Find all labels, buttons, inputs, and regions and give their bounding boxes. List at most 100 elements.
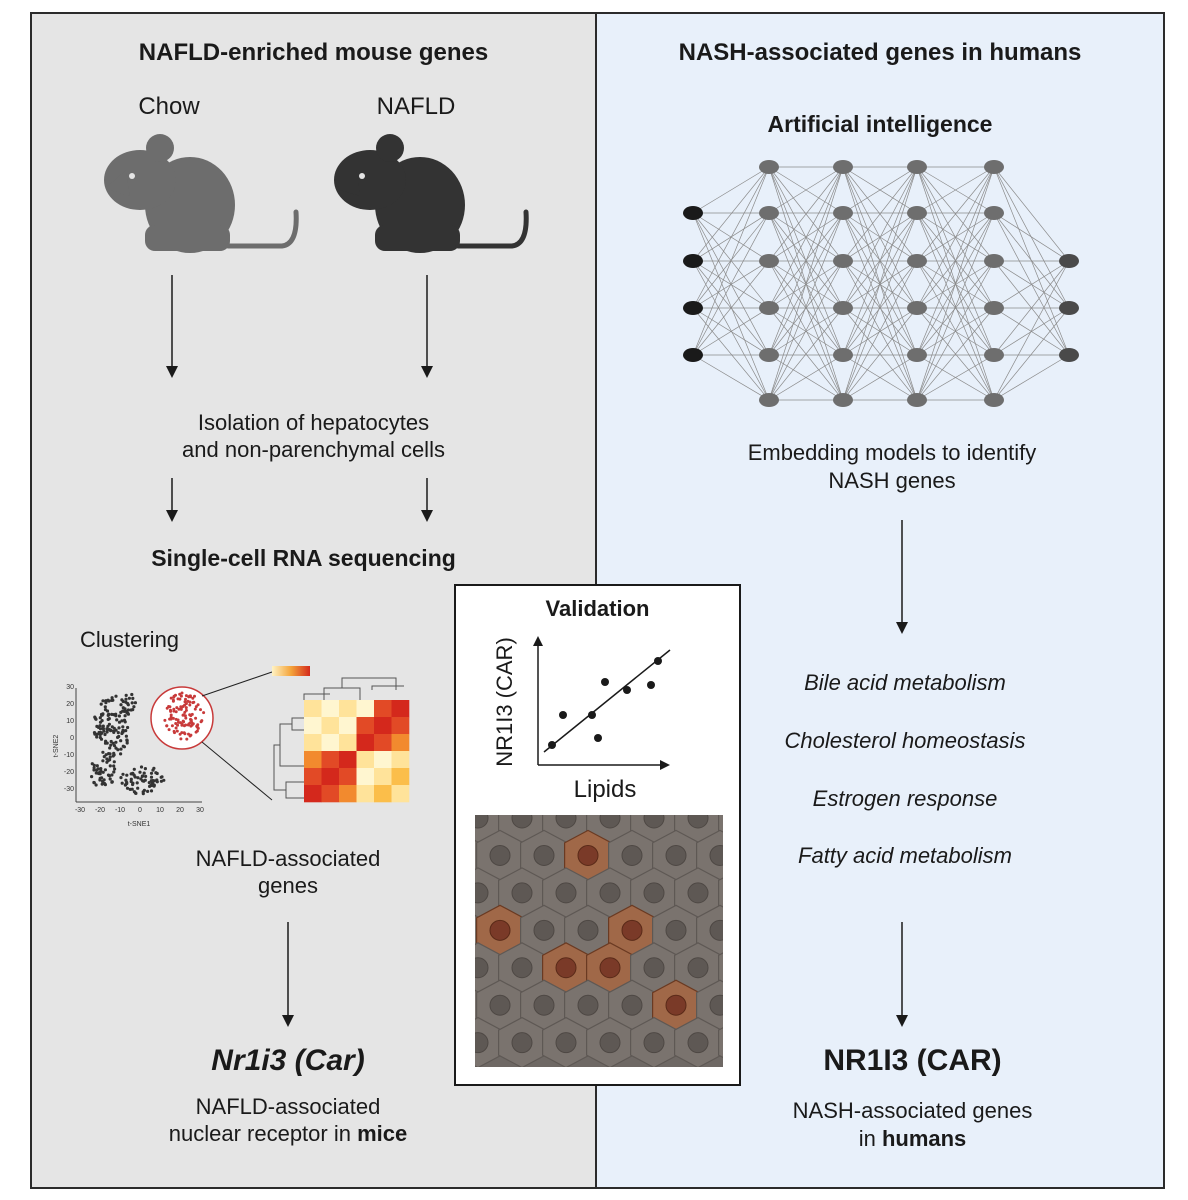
- nn-node: [833, 254, 853, 268]
- ai-label: Artificial intelligence: [767, 111, 993, 137]
- heatmap-cell: [304, 717, 322, 735]
- cell-nucleus: [577, 844, 599, 866]
- nn-node: [984, 348, 1004, 362]
- cell-nucleus: [709, 919, 723, 941]
- cell-nucleus: [555, 957, 577, 979]
- nn-node: [907, 254, 927, 268]
- validation-scatter-plot: [533, 636, 671, 770]
- cell-nucleus: [709, 994, 723, 1016]
- cell-nucleus: [511, 882, 533, 904]
- regression-line: [543, 649, 671, 753]
- cell-nucleus: [475, 815, 489, 829]
- scatter-point: [588, 711, 596, 719]
- cell-nucleus: [687, 882, 709, 904]
- heatmap-cell: [321, 700, 340, 718]
- heatmap-cell: [321, 768, 340, 786]
- mouse-bottom-text-line1: NAFLD-associated: [195, 1094, 381, 1119]
- heatmap-cell: [356, 785, 375, 803]
- nn-node: [1059, 254, 1079, 268]
- scatter-point: [559, 711, 567, 719]
- pathway-4: Fatty acid metabolism: [798, 843, 1012, 868]
- clustering-label: Clustering: [80, 627, 180, 652]
- cell-nucleus: [489, 919, 511, 941]
- cell-nucleus: [599, 957, 621, 979]
- cell-nucleus: [489, 844, 511, 866]
- cell-nucleus: [643, 1032, 665, 1054]
- heatmap-cell: [339, 734, 357, 752]
- scatter-point: [601, 678, 609, 686]
- nn-node: [683, 254, 703, 268]
- mouse-gene-name: Nr1i3 (Car): [211, 1044, 365, 1077]
- cell-nucleus: [533, 844, 555, 866]
- human-bottom-text-line1: NASH-associated genes: [792, 1098, 1033, 1123]
- nn-node: [984, 393, 1004, 407]
- nn-node: [984, 254, 1004, 268]
- heatmap-cell: [356, 717, 375, 735]
- heatmap-color-legend: [272, 666, 310, 676]
- heatmap-cell: [321, 717, 340, 735]
- isolation-text-line2: and non-parenchymal cells: [182, 437, 445, 462]
- heatmap-cell: [304, 768, 322, 786]
- heatmap-dendrogram: [273, 677, 404, 799]
- nn-node: [833, 393, 853, 407]
- tsne-x-tick: -10: [114, 807, 126, 814]
- nn-node: [833, 301, 853, 315]
- heatmap-cell: [356, 734, 375, 752]
- heatmap-cell: [356, 768, 375, 786]
- cell-nucleus: [643, 882, 665, 904]
- left-arrows: [166, 275, 433, 1027]
- tsne-y-tick: 20: [66, 701, 74, 708]
- heatmap-cell: [374, 717, 392, 735]
- tsne-y-tick: -20: [63, 769, 74, 776]
- cell-nucleus: [665, 994, 687, 1016]
- heatmap-cell: [374, 700, 392, 718]
- tsne-x-tick: -30: [74, 807, 86, 814]
- cell-nucleus: [555, 815, 577, 829]
- cell-nucleus: [621, 844, 643, 866]
- chow-label: Chow: [138, 93, 200, 120]
- nafld-mouse-icon: [334, 134, 529, 253]
- tsne-x-tick: 30: [196, 807, 204, 814]
- right-arrows: [896, 520, 908, 1027]
- tsne-x-tick: 10: [156, 807, 164, 814]
- validation-y-axis-label: NR1I3 (CAR): [492, 637, 517, 767]
- cell-nucleus: [555, 882, 577, 904]
- heatmap-cell: [391, 717, 410, 735]
- human-bottom-text-line2: in humans: [740, 1126, 1085, 1152]
- nn-node: [759, 301, 779, 315]
- tissue-cell: [717, 877, 723, 909]
- nn-node: [759, 348, 779, 362]
- cell-nucleus: [709, 844, 723, 866]
- heatmap-cell: [339, 751, 357, 769]
- cell-nucleus: [475, 957, 489, 979]
- tissue-cell: [717, 1027, 723, 1059]
- cell-nucleus: [577, 919, 599, 941]
- heatmap-cell: [374, 768, 392, 786]
- cell-nucleus: [665, 844, 687, 866]
- pathway-3: Estrogen response: [812, 786, 998, 811]
- cell-nucleus: [599, 1032, 621, 1054]
- cell-nucleus: [621, 994, 643, 1016]
- tsne-y-tick: -10: [63, 752, 74, 759]
- heatmap-cell: [321, 734, 340, 752]
- nafld-assoc-genes-line1: NAFLD-associated: [195, 846, 381, 871]
- cell-nucleus: [489, 994, 511, 1016]
- nn-node: [759, 160, 779, 174]
- human-gene-name: NR1I3 (CAR): [823, 1044, 1002, 1077]
- nn-node: [1059, 301, 1079, 315]
- nn-node: [759, 206, 779, 220]
- tsne-x-tick: 0: [138, 807, 142, 814]
- tissue-cell: [717, 952, 723, 984]
- cell-nucleus: [475, 882, 489, 904]
- scatter-point: [623, 686, 631, 694]
- tissue-cell: [717, 815, 723, 834]
- cell-nucleus: [643, 957, 665, 979]
- tsne-x-tick: 20: [176, 807, 184, 814]
- nn-node: [759, 254, 779, 268]
- heatmap-cell: [374, 785, 392, 803]
- nn-node: [833, 160, 853, 174]
- nn-node: [907, 301, 927, 315]
- human-bottom-text-prefix: in: [858, 1126, 882, 1151]
- nn-node: [759, 393, 779, 407]
